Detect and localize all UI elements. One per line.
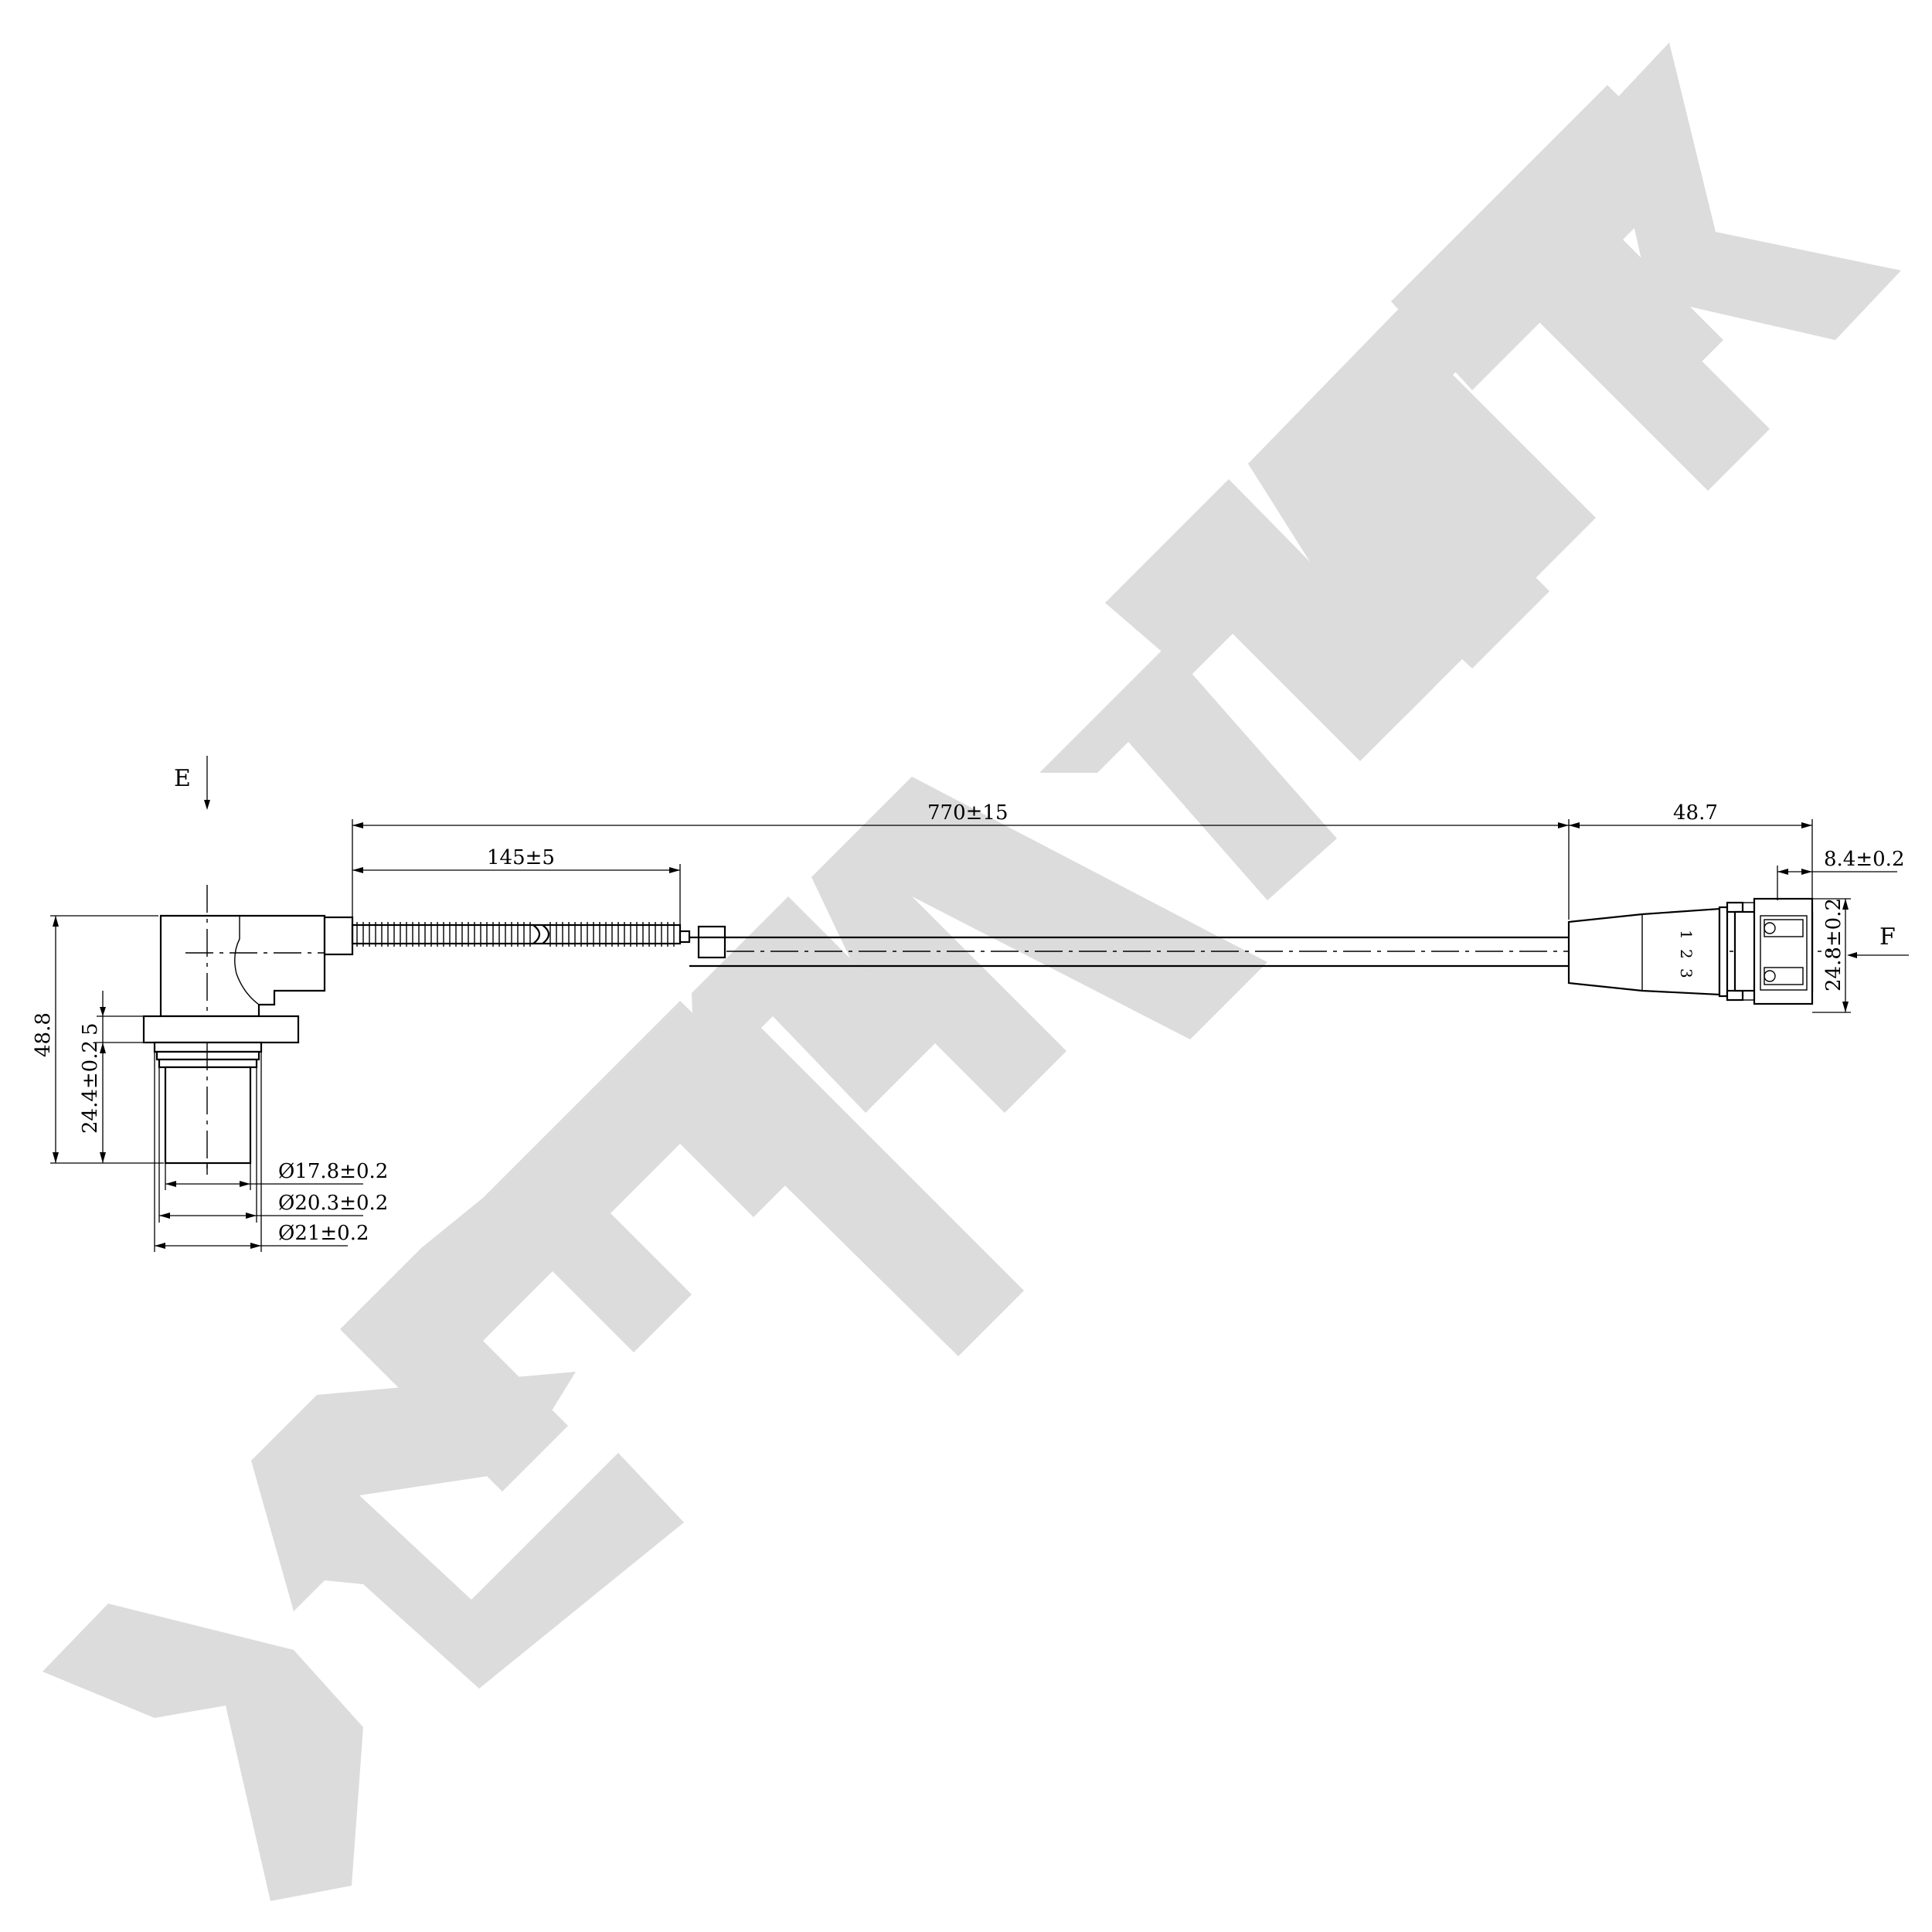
dimension-probe-diameters: Ø17.8±0.2 Ø20.3±0.2 Ø21±0.2	[154, 1052, 388, 1252]
dimension-cable-total: 770±15	[352, 801, 1570, 923]
dim-24-8-text: 24.8±0.2	[1822, 898, 1845, 992]
view-label-f: F	[1879, 923, 1896, 951]
dim-5-arrow	[100, 1007, 106, 1016]
watermark-letter-k2	[1607, 43, 1901, 340]
connector-latch-top	[1726, 901, 1744, 913]
dim-770-arrow-left	[352, 822, 363, 828]
dim-8-4-arrow-left	[1777, 869, 1788, 875]
connector-pin-top	[1764, 922, 1776, 934]
watermark-letter-w2	[1105, 479, 1434, 761]
dim-5-text: 5	[79, 1022, 102, 1036]
pin-number-3: 3	[1677, 968, 1696, 978]
dimension-flange-thickness: 5	[79, 991, 143, 1043]
dim-8-4-arrow-right	[1801, 869, 1812, 875]
dia-17-8-arrow-left	[165, 1181, 176, 1187]
dia-20-3-arrow-left	[159, 1213, 170, 1219]
sensor-body	[159, 914, 326, 1018]
watermark-letter-z	[43, 1604, 363, 1901]
dimension-connector-width: 8.4±0.2	[1777, 848, 1904, 900]
sleeve-ribs	[356, 922, 675, 947]
view-arrow-e-head	[204, 800, 210, 810]
cable-clip	[697, 925, 726, 959]
sensor-head	[142, 885, 354, 1175]
dia-21-text: Ø21±0.2	[278, 1222, 369, 1245]
watermark-logo	[43, 43, 1901, 1901]
cable	[689, 936, 1832, 968]
dimension-connector-length: 48.7	[1569, 801, 1813, 900]
dia-21-arrow-left	[155, 1243, 165, 1249]
sensor-neck-ring-bottom	[158, 1058, 258, 1069]
sensor-neck-ring-top	[153, 1041, 263, 1053]
connector-boot	[1567, 907, 1721, 996]
dimension-sensor-height: 48.8	[32, 915, 164, 1164]
dim-48-7-arrow-left	[1569, 822, 1580, 828]
dimension-connector-height: 24.8±0.2	[1812, 898, 1851, 1013]
pin-number-1: 1	[1677, 930, 1696, 940]
dim-770-arrow-right	[1558, 822, 1569, 828]
sensor-neck-ring-mid	[155, 1050, 260, 1061]
view-arrow-e: E	[174, 756, 210, 810]
pin-number-2: 2	[1677, 949, 1696, 959]
cable-grommet	[323, 916, 354, 956]
connector-housing	[1718, 906, 1729, 998]
dim-48-7-text: 48.7	[1673, 801, 1718, 825]
dim-48-7-arrow-right	[1801, 822, 1812, 828]
dim-24-4-arrow-bottom	[100, 1152, 106, 1163]
dim-145-text: 145±5	[487, 846, 555, 869]
dim-48-8-arrow-bottom	[53, 1152, 59, 1163]
connector-pin-bottom	[1764, 970, 1776, 982]
view-label-e: E	[174, 765, 191, 792]
dim-24-8-arrow-top	[1842, 899, 1849, 910]
view-arrow-f-head	[1847, 952, 1857, 958]
view-arrow-f: F	[1847, 923, 1909, 958]
connector-latch-bottom	[1726, 989, 1744, 1002]
dim-24-8-arrow-bottom	[1842, 1002, 1849, 1012]
sensor-body-curve	[234, 916, 260, 1005]
dim-770-text: 770±15	[927, 801, 1009, 825]
sleeve-end-ring	[679, 930, 691, 944]
sensor-probe	[164, 1066, 252, 1165]
dim-48-8-arrow-top	[53, 916, 59, 927]
watermark-letter-n	[692, 896, 1024, 1356]
sleeve-break-mark	[532, 924, 550, 944]
dia-20-3-text: Ø20.3±0.2	[278, 1192, 388, 1215]
dim-24-4-arrow-top	[100, 1043, 106, 1053]
corrugated-sleeve	[351, 922, 726, 959]
dimension-probe-length: 24.4±0.2	[79, 1040, 106, 1163]
dim-145-arrow-right	[669, 867, 680, 873]
sensor-flange	[142, 1015, 300, 1044]
watermark-letter-z2	[251, 1372, 684, 1689]
dim-48-8-text: 48.8	[32, 1012, 55, 1057]
connector-face	[1753, 897, 1814, 1005]
connector: 1 2 3	[1567, 897, 1814, 1005]
dim-8-4-text: 8.4±0.2	[1824, 848, 1904, 871]
dia-17-8-arrow-right	[240, 1181, 250, 1187]
watermark-letter-n2	[811, 777, 1267, 1113]
dia-21-arrow-right	[250, 1243, 261, 1249]
watermark-letter-e	[340, 1001, 827, 1492]
dia-20-3-arrow-right	[246, 1213, 257, 1219]
dim-145-arrow-left	[352, 867, 363, 873]
watermark-letter-w	[1039, 645, 1337, 900]
dim-24-4-text: 24.4±0.2	[79, 1040, 102, 1134]
dia-17-8-text: Ø17.8±0.2	[278, 1160, 388, 1183]
connector-cavity	[1760, 915, 1808, 991]
dimension-sleeve: 145±5	[352, 846, 681, 927]
